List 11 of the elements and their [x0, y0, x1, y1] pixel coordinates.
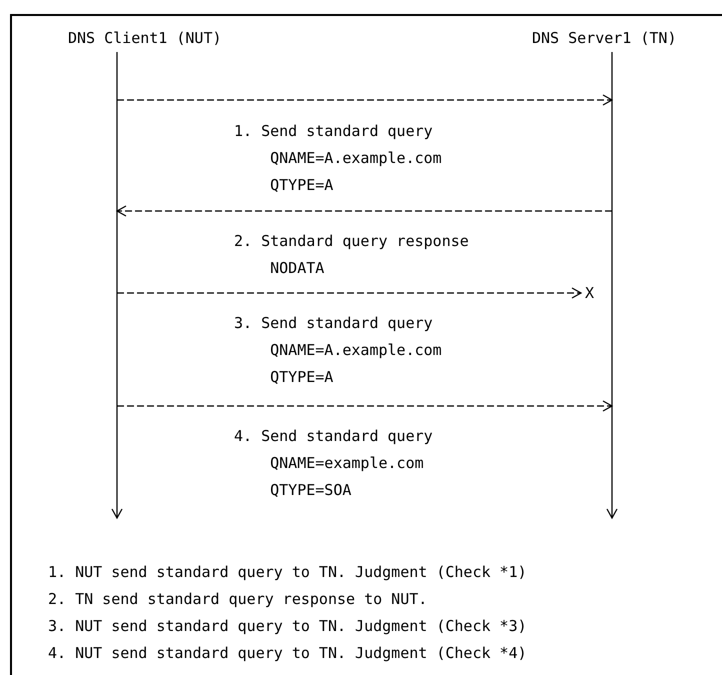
participant-name: DNS Client1 (NUT) — [68, 29, 222, 47]
note-text: 1. NUT send standard query to TN. Judgment (Check *1) — [48, 562, 527, 582]
message-arrow — [117, 400, 613, 412]
note-text: 2. TN send standard query response to NUT. — [48, 589, 428, 609]
message-arrow — [117, 287, 582, 299]
note-text: 4. NUT send standard query to TN. Judgment (Check *4) — [48, 643, 527, 663]
message-arrow — [116, 205, 612, 217]
note-text: 3. NUT send standard query to TN. Judgment (Check *3) — [48, 616, 527, 636]
participant-name: DNS Server1 (TN) — [532, 29, 676, 47]
participant-name: X — [585, 284, 594, 302]
message-arrow — [117, 94, 613, 106]
